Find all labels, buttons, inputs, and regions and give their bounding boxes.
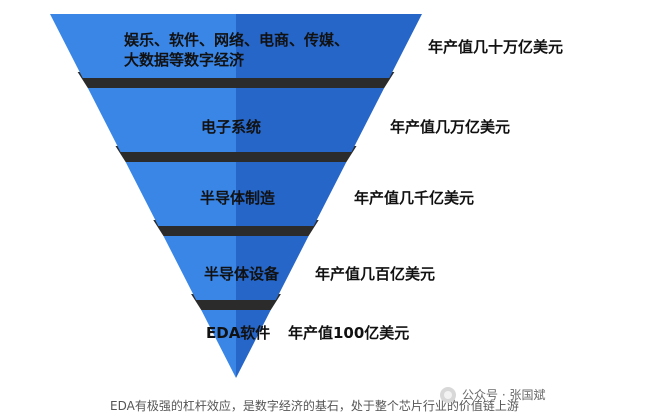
tier-4-band [163,236,309,300]
caption: EDA有极强的杠杆效应，是数字经济的基石，处于整个芯片行业的价值链上游 [110,399,519,413]
tier-5-value: 年产值100亿美元 [288,324,410,342]
tier-2-value: 年产值几万亿美元 [390,118,511,136]
tier-2-label-line-1: 电子系统 [201,118,262,136]
tier-1-value: 年产值几十万亿美元 [428,38,564,56]
tier-4-label-line-1: 半导体设备 [204,265,280,283]
tier-2-band [87,88,385,152]
wechat-account-icon [440,386,456,403]
tier-1-label-line-1: 娱乐、软件、网络、电商、传媒、 [124,31,350,49]
tier-3-band [125,162,347,226]
watermark-text: 公众号 · 张国斌 [462,388,546,402]
tier-3-label-line-1: 半导体制造 [200,189,276,207]
tier-3-label: 半导体制造 [200,188,275,208]
tier-1-band [50,14,422,78]
watermark: 公众号 · 张国斌 [440,386,545,403]
tier-1-label-line-2: 大数据等数字经济 [124,51,245,69]
tier-5-label: EDA软件 [206,323,270,343]
tier-4-value: 年产值几百亿美元 [315,265,436,283]
tier-5-label-line-1: EDA软件 [206,324,271,342]
tier-3-value: 年产值几千亿美元 [354,189,475,207]
tier-4-label: 半导体设备 [204,264,279,284]
tier-2-label: 电子系统 [201,117,261,137]
tier-5-band [201,310,271,378]
tier-1-label: 娱乐、软件、网络、电商、传媒、 大数据等数字经济 [124,30,349,70]
